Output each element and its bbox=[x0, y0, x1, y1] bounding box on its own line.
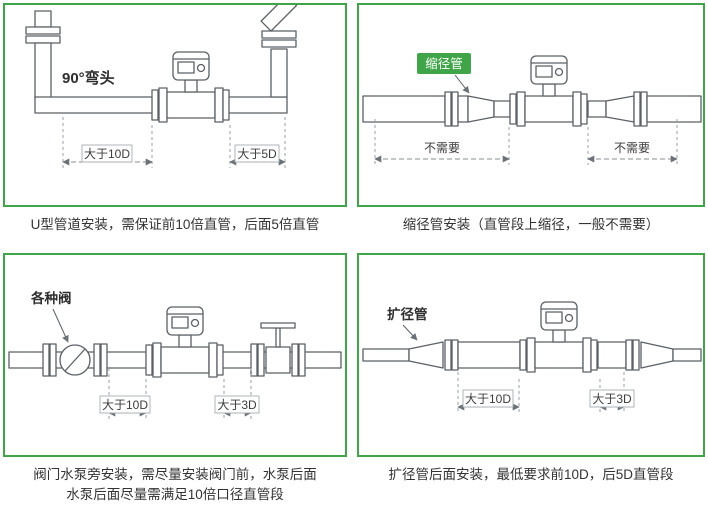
caption-line-2: 水泵后面尽量需满足10倍口径直管段 bbox=[66, 486, 284, 502]
u-pipe-diagram: 90°弯头 大于10D 大于5D bbox=[25, 5, 298, 168]
dim-label-right: 大于3D bbox=[217, 398, 257, 412]
dim-label-left: 大于10D bbox=[84, 147, 130, 161]
pipe-drawing bbox=[25, 5, 298, 123]
caption-line-1: 阀门水泵旁安装，需尽量安装阀门前，水泵后面 bbox=[33, 467, 317, 482]
dimension-annotations: 大于10D 大于3D bbox=[457, 372, 635, 413]
reducer-tag-label: 缩径管 bbox=[425, 56, 463, 71]
expander-cone-icon bbox=[408, 341, 444, 369]
expander-diagram: 扩径管 大于10D 大于3D bbox=[362, 301, 702, 413]
expander-cone-icon bbox=[640, 341, 674, 369]
flowmeter-icon bbox=[145, 306, 224, 378]
reducer-diagram: 缩径管 不需要 不需要 bbox=[362, 53, 702, 165]
dimension-annotations: 大于10D 大于3D bbox=[99, 368, 260, 419]
dim-label-right: 大于3D bbox=[592, 392, 632, 406]
dimension-annotations: 大于10D 大于5D bbox=[62, 117, 286, 168]
panel-expander: 扩径管 大于10D 大于3D bbox=[357, 253, 705, 457]
butterfly-valve-icon bbox=[42, 343, 108, 377]
dimension-annotations: 不需要 不需要 bbox=[374, 119, 678, 165]
pipe-drawing bbox=[362, 55, 702, 127]
dim-label-left: 大于10D bbox=[102, 398, 148, 412]
reducer-tag: 缩径管 bbox=[417, 53, 471, 94]
reducer-cone-icon bbox=[467, 95, 495, 123]
flowmeter-icon bbox=[509, 55, 588, 127]
pipe-drawing bbox=[8, 306, 342, 378]
valve-pump-diagram: 各种阀 大于10D 大于3D bbox=[8, 290, 342, 419]
panel-reducer: 缩径管 不需要 不需要 bbox=[357, 3, 705, 207]
caption-expander: 扩径管后面安装，最低要求前10D，后5D直管段 bbox=[388, 467, 674, 482]
caption-reducer: 缩径管安装（直管段上缩径，一般不需要） bbox=[402, 217, 660, 232]
panel-valve-pump: 各种阀 大于10D 大于3D bbox=[3, 253, 347, 457]
dim-label-left: 大于10D bbox=[465, 392, 511, 406]
dim-label-right: 不需要 bbox=[614, 141, 650, 155]
flowmeter-icon bbox=[519, 301, 598, 373]
gate-valve-icon bbox=[250, 322, 306, 377]
expander-tag-label: 扩径管 bbox=[387, 306, 428, 322]
panel-u-pipe: 90°弯头 大于10D 大于5D bbox=[3, 3, 347, 207]
flowmeter-icon bbox=[151, 51, 230, 123]
pipe-drawing bbox=[362, 301, 702, 373]
elbow-label: 90°弯头 bbox=[62, 69, 115, 87]
caption-valve-pump: 阀门水泵旁安装，需尽量安装阀门前，水泵后面 水泵后面尽量需满足10倍口径直管段 bbox=[3, 457, 347, 503]
caption-u-pipe: U型管道安装，需保证前10倍直管，后面5倍直管 bbox=[30, 217, 320, 232]
valve-tag-label: 各种阀 bbox=[30, 290, 72, 306]
dim-label-left: 不需要 bbox=[424, 141, 460, 155]
dim-label-right: 大于5D bbox=[237, 147, 277, 161]
reducer-cone-icon bbox=[605, 95, 635, 123]
